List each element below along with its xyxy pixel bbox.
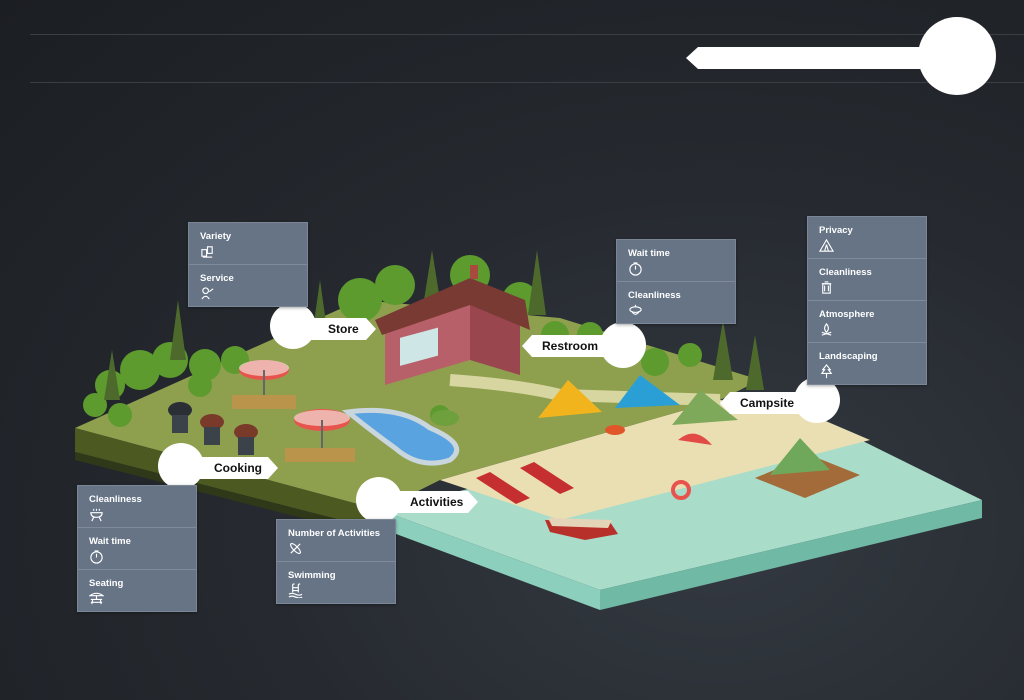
tent-icon [819, 238, 834, 252]
campsite-label-text: Campsite [740, 396, 795, 410]
header-bar[interactable] [686, 47, 956, 69]
restroom-cleanliness-row[interactable]: Cleanliness [617, 282, 735, 323]
island-cliff-front [75, 428, 380, 530]
island-cliff-side [75, 452, 380, 538]
row-label: Seating [89, 578, 124, 589]
swimming-pool-icon [288, 583, 303, 598]
store-variety-row[interactable]: Variety [189, 223, 307, 265]
kayaks [476, 462, 574, 504]
restroom-wait-time-row[interactable]: Wait time [617, 240, 735, 282]
row-label: Swimming [288, 570, 336, 581]
kayak-icon [290, 543, 301, 554]
row-label: Variety [200, 231, 232, 242]
top-divider-1 [30, 34, 1024, 35]
tent-green [672, 390, 738, 425]
products-icon [201, 246, 213, 258]
timer-icon [629, 262, 642, 276]
beach-umbrella [678, 433, 712, 445]
pine-tree-icon [820, 364, 833, 379]
row-label: Cleanliness [628, 290, 681, 301]
campsite-panel: Privacy Cleanliness Atmosphere Landscapi… [807, 216, 927, 385]
grills [168, 402, 258, 455]
campsite-landscaping-row[interactable]: Landscaping [808, 343, 926, 384]
store-marker[interactable] [270, 303, 316, 349]
restroom-panel: Wait time Cleanliness [616, 239, 736, 324]
cooking-cleanliness-row[interactable]: Cleanliness [78, 486, 196, 528]
activities-label-text: Activities [410, 495, 464, 509]
swimming-pool [341, 407, 460, 466]
beach [440, 400, 870, 520]
tent-blue [615, 375, 680, 408]
restroom-label[interactable]: Restroom [522, 335, 614, 357]
cooking-label[interactable]: Cooking [196, 457, 278, 479]
timer-icon [90, 550, 103, 564]
pine-trees [104, 250, 764, 400]
store-label[interactable]: Store [310, 318, 376, 340]
activities-label[interactable]: Activities [392, 491, 478, 513]
store-panel: Variety Service [188, 222, 308, 307]
campfire [605, 425, 625, 435]
row-label: Number of Activities [288, 528, 381, 539]
lake-side-left [380, 510, 600, 610]
cooking-label-text: Cooking [214, 461, 262, 475]
cooking-wait-time-row[interactable]: Wait time [78, 528, 196, 570]
campfire-icon [821, 322, 832, 336]
service-icon [201, 287, 214, 300]
cooking-seating-row[interactable]: Seating [78, 570, 196, 611]
lake-side-front [600, 500, 982, 610]
restroom-label-text: Restroom [542, 339, 599, 353]
picnic-table-icon [89, 592, 104, 605]
tent-yellow [538, 380, 602, 418]
store-building [375, 265, 530, 385]
raft [755, 438, 860, 498]
header-circle-button[interactable] [918, 17, 996, 95]
campsite-privacy-row[interactable]: Privacy [808, 217, 926, 259]
store-label-text: Store [328, 322, 359, 336]
trash-can-icon [821, 281, 832, 294]
umbrella-2 [285, 409, 355, 462]
row-label: Wait time [89, 536, 131, 547]
row-label: Wait time [628, 248, 670, 259]
top-divider-2 [30, 82, 1024, 83]
row-label: Atmosphere [819, 309, 875, 320]
row-label: Service [200, 273, 234, 284]
row-label: Privacy [819, 225, 853, 236]
cooking-panel: Cleanliness Wait time Seating [77, 485, 197, 612]
grill-icon [90, 508, 103, 522]
campsite-label[interactable]: Campsite [720, 392, 808, 414]
toilet-icon [629, 304, 642, 315]
umbrella-1 [232, 360, 296, 409]
row-label: Cleanliness [819, 267, 872, 278]
restroom-marker[interactable] [600, 322, 646, 368]
life-ring [671, 480, 691, 500]
store-service-row[interactable]: Service [189, 265, 307, 306]
campsite-atmosphere-row[interactable]: Atmosphere [808, 301, 926, 343]
activities-number-row[interactable]: Number of Activities [277, 520, 395, 562]
activities-swimming-row[interactable]: Swimming [277, 562, 395, 603]
row-label: Cleanliness [89, 494, 142, 505]
campsite-cleanliness-row[interactable]: Cleanliness [808, 259, 926, 301]
row-label: Landscaping [819, 351, 878, 362]
activities-panel: Number of Activities Swimming [276, 519, 396, 604]
